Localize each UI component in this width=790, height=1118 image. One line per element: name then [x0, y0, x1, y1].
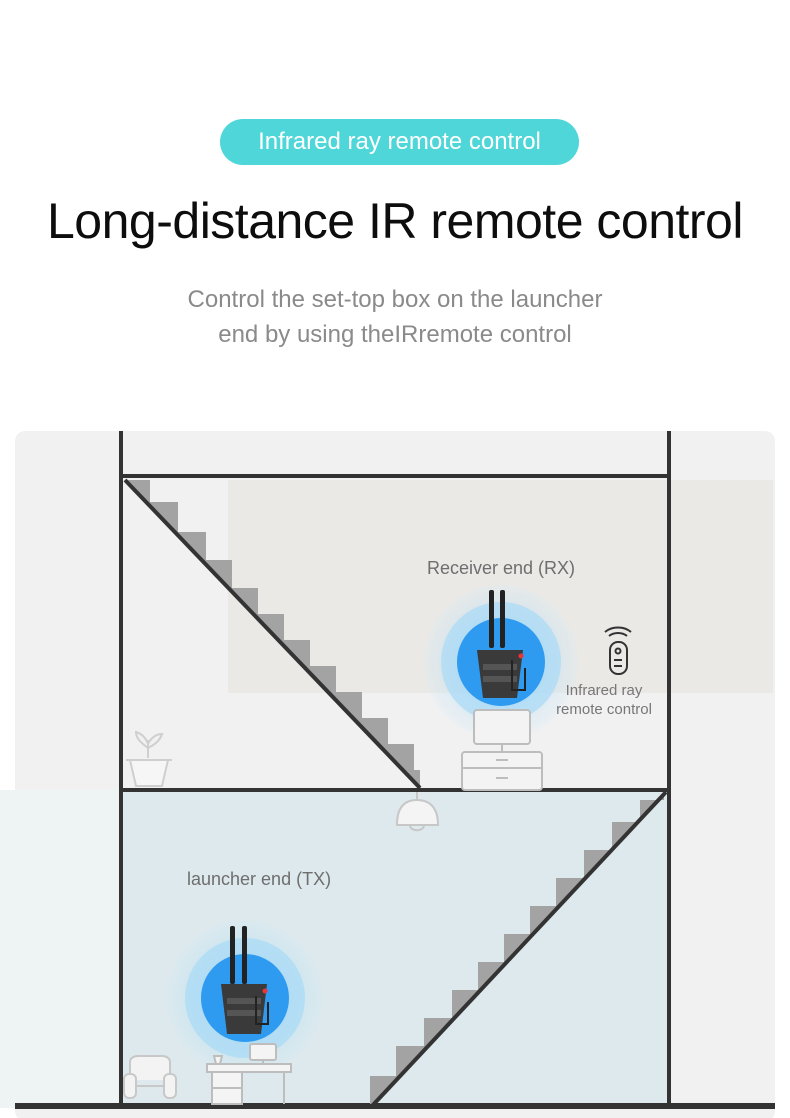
wifi-extender-icon: [221, 926, 269, 1034]
page-title: Long-distance IR remote control: [47, 193, 743, 249]
remote-label: Infrared ray remote control: [548, 681, 660, 719]
subtitle-line-2: end by using theIRremote control: [218, 321, 572, 348]
lower-staircase: [370, 790, 668, 1108]
receiver-label: Receiver end (RX): [427, 558, 576, 578]
desk-icon: [206, 1043, 292, 1105]
launcher-device: [168, 921, 322, 1075]
house-frame: [15, 431, 775, 1109]
plant-pot-icon: [126, 730, 172, 787]
feature-badge: Infrared ray remote control: [220, 119, 579, 165]
armchair-icon: [123, 1055, 177, 1099]
receiver-device: [424, 585, 578, 739]
lower-left-area: [0, 790, 122, 1108]
monitor-icon: [461, 709, 543, 791]
subtitle-line-1: Control the set-top box on the launcher: [187, 286, 603, 313]
remote-control-icon: [604, 626, 632, 675]
remote-label-line-1: Infrared ray: [565, 682, 643, 699]
launcher-label: launcher end (TX): [187, 869, 332, 889]
upper-staircase: [123, 478, 422, 790]
wifi-extender-icon: [477, 590, 526, 698]
remote-label-line-2: remote control: [556, 701, 652, 718]
ceiling-lamp-icon: [395, 792, 440, 832]
page-subtitle: Control the set-top box on the launcher …: [0, 282, 790, 352]
